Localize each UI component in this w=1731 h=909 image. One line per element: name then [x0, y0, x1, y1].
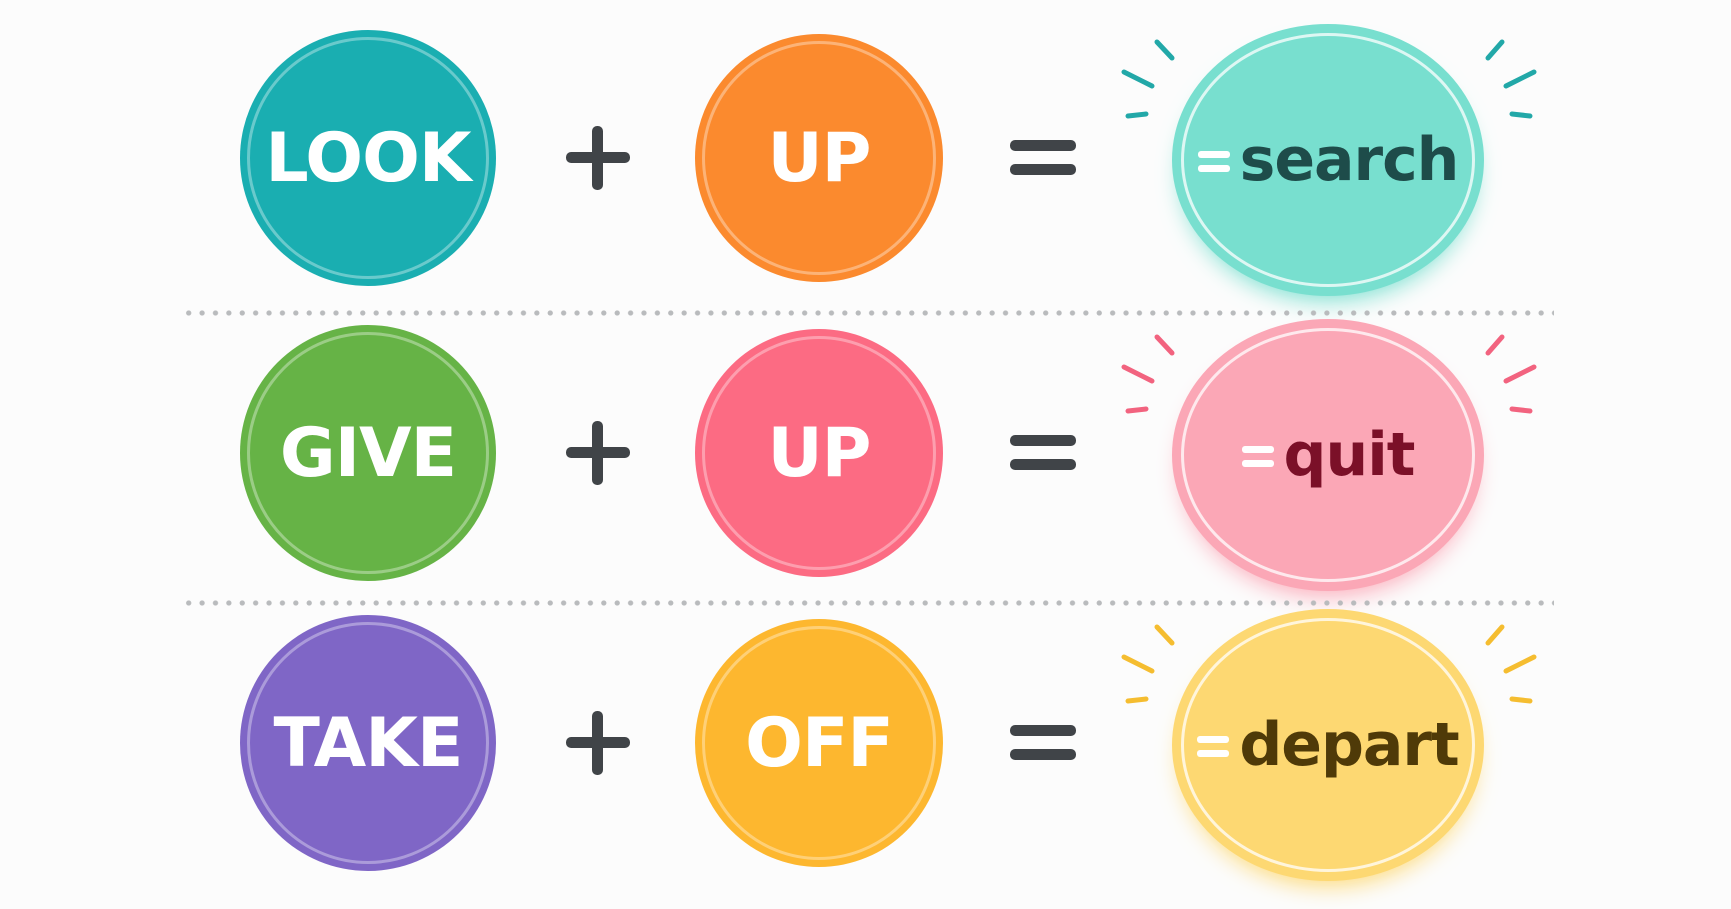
particle-label: OFF: [745, 703, 894, 783]
particle-label: UP: [767, 413, 871, 493]
sparkle-stroke: [1503, 364, 1537, 384]
dotted-divider: [182, 600, 1554, 606]
meaning-bubble: search: [1172, 24, 1484, 296]
sparkle-stroke: [1485, 334, 1505, 356]
verb-circle: TAKE: [240, 615, 496, 871]
plus-icon: [562, 707, 634, 779]
equals-icon: [1241, 444, 1274, 470]
plus-icon: [562, 122, 634, 194]
sparkle-stroke: [1154, 334, 1175, 356]
meaning-label: quit: [1283, 420, 1416, 490]
equals-icon: [1008, 721, 1078, 765]
sparkle-stroke: [1485, 39, 1505, 61]
sparkle-stroke: [1509, 696, 1533, 704]
sparkle-stroke: [1121, 364, 1155, 384]
particle-circle: UP: [695, 329, 943, 577]
equals-icon: [1197, 149, 1230, 175]
verb-circle: LOOK: [240, 30, 496, 286]
sparkle-stroke: [1509, 406, 1533, 414]
meaning-bubble: quit: [1172, 319, 1484, 591]
sparkle-stroke: [1503, 654, 1537, 674]
verb-label: TAKE: [273, 703, 464, 783]
particle-circle: UP: [695, 34, 943, 282]
plus-icon: [562, 417, 634, 489]
sparkle-stroke: [1154, 624, 1175, 646]
meaning-label: depart: [1239, 710, 1459, 780]
sparkle-stroke: [1485, 624, 1505, 646]
verb-circle: GIVE: [240, 325, 496, 581]
meaning-bubble: depart: [1172, 609, 1484, 881]
sparkle-stroke: [1125, 111, 1149, 119]
phrasal-row: TAKE OFF depart: [0, 605, 1731, 895]
verb-label: GIVE: [279, 413, 457, 493]
equals-icon: [1197, 734, 1230, 760]
sparkle-stroke: [1125, 406, 1149, 414]
phrasal-row: GIVE UP quit: [0, 315, 1731, 605]
sparkle-stroke: [1154, 39, 1175, 61]
sparkle-stroke: [1503, 69, 1537, 89]
sparkle-stroke: [1125, 696, 1149, 704]
verb-label: LOOK: [265, 118, 471, 198]
sparkle-stroke: [1509, 111, 1533, 119]
phrasal-row: LOOK UP search: [0, 20, 1731, 310]
particle-circle: OFF: [695, 619, 943, 867]
particle-label: UP: [767, 118, 871, 198]
sparkle-stroke: [1121, 654, 1155, 674]
sparkle-stroke: [1121, 69, 1155, 89]
meaning-label: search: [1239, 125, 1460, 195]
equals-icon: [1008, 136, 1078, 180]
dotted-divider: [182, 310, 1554, 316]
equals-icon: [1008, 431, 1078, 475]
